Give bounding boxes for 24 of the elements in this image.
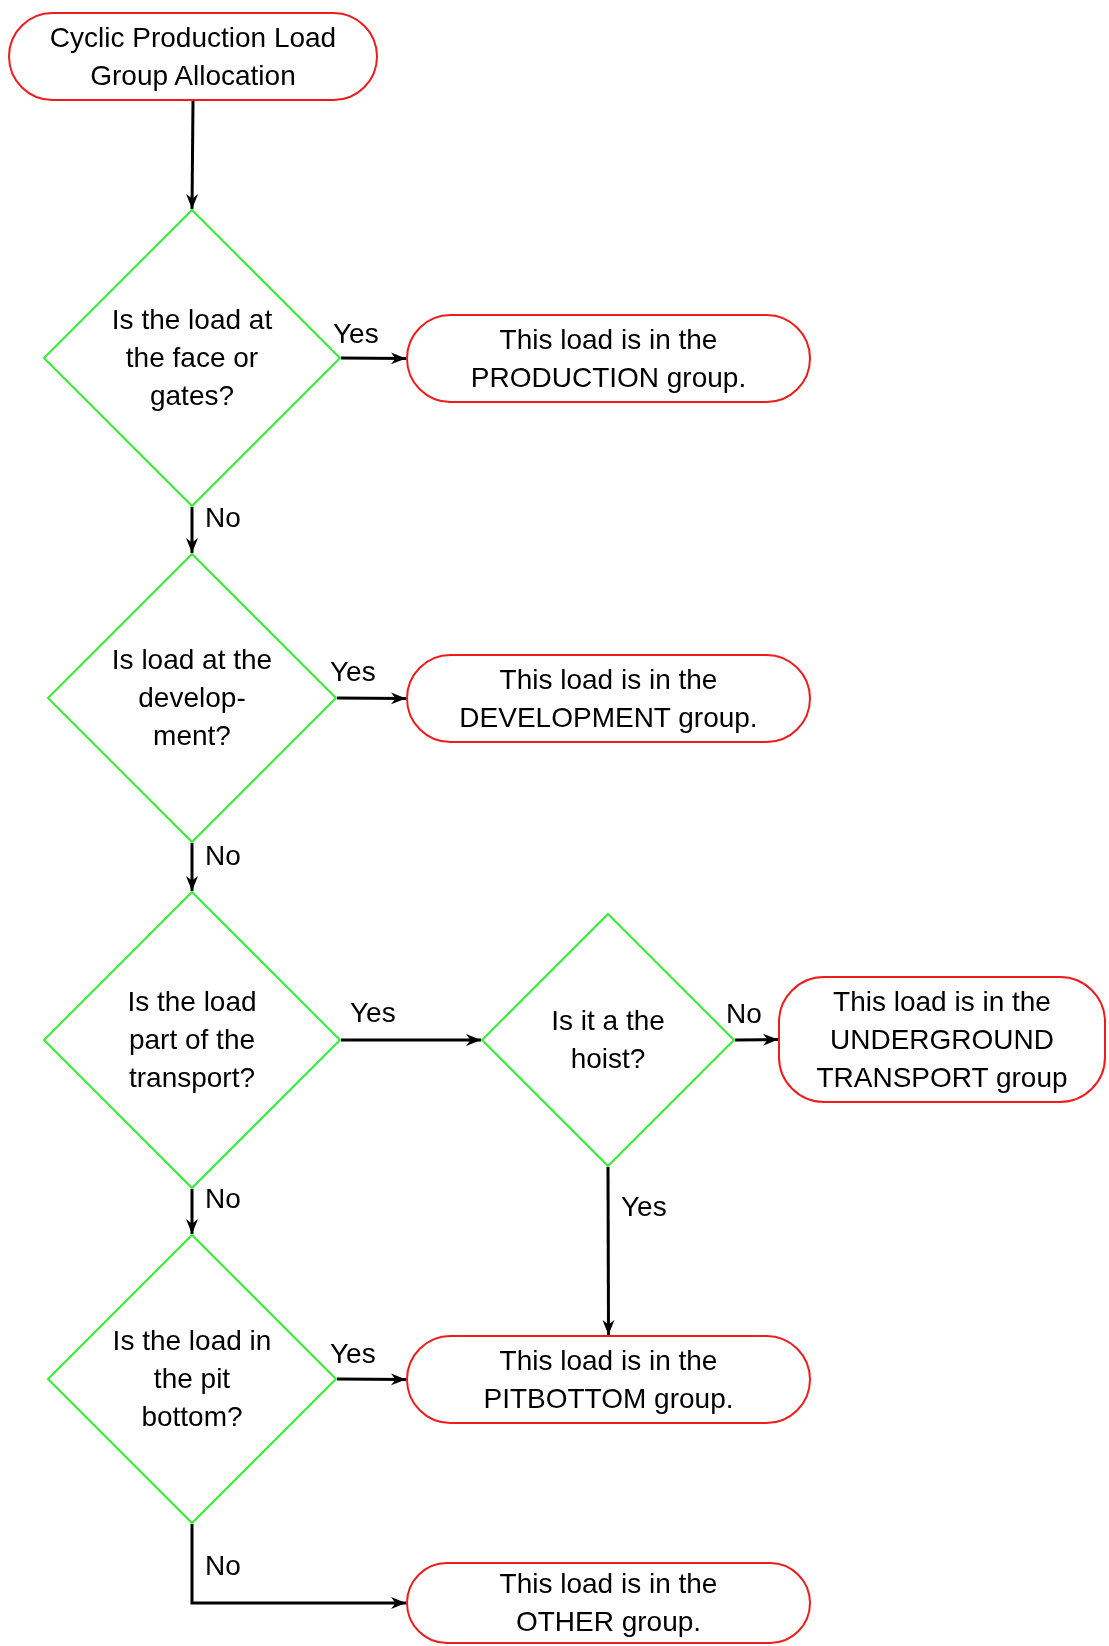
- node-text: This load is in the DEVELOPMENT group.: [458, 662, 759, 735]
- arrow: [602, 1167, 615, 1335]
- node-text: Is the load part of the transport?: [126, 985, 258, 1095]
- arrow: [337, 692, 406, 705]
- node-text: Is it a the hoist?: [550, 1004, 666, 1076]
- node-text: Cyclic Production Load Group Allocation: [48, 20, 338, 93]
- arrow: [186, 843, 198, 891]
- arrow: [186, 101, 199, 209]
- arrow: [341, 352, 406, 365]
- node-text: This load is in the UNDERGROUND TRANSPORT group: [815, 984, 1069, 1095]
- node-text: This load is in the PRODUCTION group.: [469, 322, 748, 395]
- arrow: [337, 1373, 406, 1386]
- arrow: [735, 1033, 778, 1046]
- node-text: This load is in the PITBOTTOM group.: [482, 1343, 735, 1416]
- node-text: Is the load at the face or gates?: [110, 303, 274, 413]
- node-text: This load is in the OTHER group.: [498, 1567, 719, 1639]
- terminal-box: [778, 976, 1106, 1103]
- arrow: [186, 1189, 198, 1234]
- arrow: [190, 1524, 406, 1609]
- arrow: [186, 507, 198, 553]
- arrow: [341, 1034, 481, 1046]
- node-text: Is load at the develop- ment?: [110, 643, 274, 753]
- decision-diamond: [43, 891, 341, 1189]
- node-text: Is the load in the pit bottom?: [111, 1324, 273, 1434]
